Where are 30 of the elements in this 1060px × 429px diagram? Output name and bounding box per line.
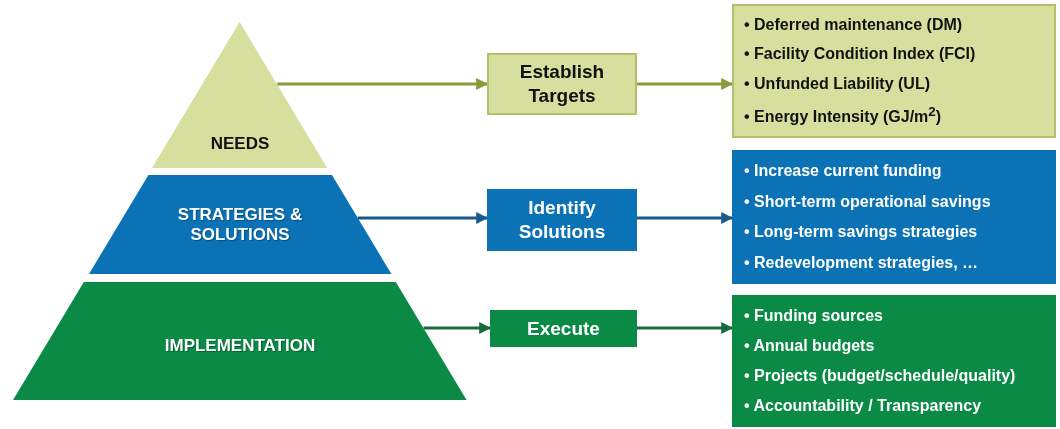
arrow <box>637 322 734 334</box>
bullet-item: • Facility Condition Index (FCI) <box>744 44 977 65</box>
bullet-item: • Increase current funding <box>744 161 943 182</box>
arrow <box>277 78 489 90</box>
tier-label: NEEDS <box>210 134 270 154</box>
bullet-item: • Unfunded Liability (UL) <box>744 74 932 95</box>
bullet-item: • Annual budgets <box>744 336 876 356</box>
arrow <box>637 212 734 224</box>
bullet-list-box <box>732 295 1056 427</box>
bullet-item: • Energy Intensity (GJ/m$^{2}$) <box>744 103 943 128</box>
arrow <box>423 322 492 334</box>
tier-label: IMPLEMENTATION <box>164 336 316 356</box>
bullet-item: • Projects (budget/schedule/quality) <box>744 366 1017 386</box>
action-label: Identify Solutions <box>517 196 607 244</box>
bullet-item: • Short-term operational savings <box>744 191 992 212</box>
action-box <box>490 310 637 347</box>
action-box <box>487 53 637 115</box>
bullet-item: • Funding sources <box>744 306 884 326</box>
action-label: Execute <box>527 316 600 341</box>
arrow <box>637 78 734 90</box>
bullet-item: • Redevelopment strategies, … <box>744 252 980 273</box>
bullet-item: • Long-term savings strategies <box>744 222 979 243</box>
bullet-list-box <box>732 4 1056 138</box>
action-box <box>487 189 637 251</box>
bullet-list-box <box>732 150 1056 284</box>
tier-label: STRATEGIES & SOLUTIONS <box>176 204 304 245</box>
arrow <box>357 212 489 224</box>
bullet-item: • Deferred maintenance (DM) <box>744 14 964 35</box>
bullet-item: • Accountability / Transparency <box>744 396 983 416</box>
action-label: Establish Targets <box>518 60 606 108</box>
